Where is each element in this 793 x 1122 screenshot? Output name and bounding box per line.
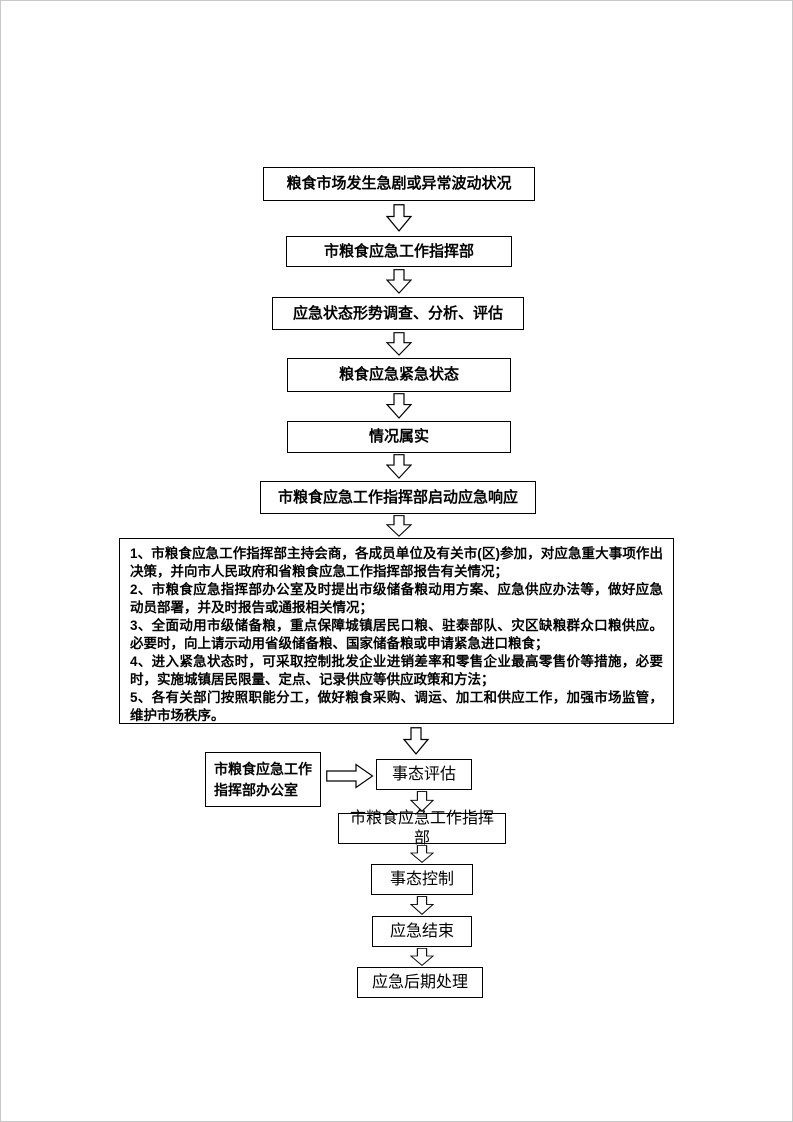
arrow-down-icon xyxy=(403,727,429,755)
measure-item: 4、进入紧急状态时，可采取控制批发企业进销差率和零售企业最高零售价等措施，必要时… xyxy=(130,654,663,687)
flow-node-start-response: 市粮食应急工作指挥部启动应急响应 xyxy=(260,481,536,514)
measure-item: 1、市粮食应急工作指挥部主持会商，各成员单位及有关市(区)参加，对应急重大事项作… xyxy=(130,546,663,579)
measure-item: 3、全面动用市级储备粮，重点保障城镇居民口粮、驻泰部队、灾区缺粮群众口粮供应。必… xyxy=(130,618,663,651)
flow-node-market-fluctuation: 粮食市场发生急剧或异常波动状况 xyxy=(263,167,535,201)
flow-node-headquarters-office: 市粮食应急工作指挥部办公室 xyxy=(205,752,321,807)
flow-node-event-evaluation: 事态评估 xyxy=(376,759,472,790)
arrow-down-icon xyxy=(410,948,434,966)
flow-node-situation-confirmed: 情况属实 xyxy=(287,421,511,453)
flow-node-command-headquarters-2: 市粮食应急工作指挥部 xyxy=(338,810,506,847)
arrow-down-icon xyxy=(410,845,434,863)
arrow-down-icon xyxy=(386,393,412,419)
measure-item: 5、各有关部门按照职能分工，做好粮食采购、调运、加工和供应工作，加强市场监管，维… xyxy=(130,690,663,723)
measure-item: 2、市粮食应急指挥部办公室及时提出市级储备粮动用方案、应急供应办法等，做好应急动… xyxy=(130,582,663,615)
arrow-down-icon xyxy=(386,454,412,479)
flow-node-post-processing: 应急后期处理 xyxy=(357,967,483,998)
arrow-down-icon xyxy=(386,515,412,537)
flow-node-response-measures: 1、市粮食应急工作指挥部主持会商，各成员单位及有关市(区)参加，对应急重大事项作… xyxy=(119,538,674,724)
arrow-down-icon xyxy=(410,791,434,812)
flow-node-command-headquarters: 市粮食应急工作指挥部 xyxy=(286,236,512,267)
flow-node-emergency-end: 应急结束 xyxy=(372,916,472,947)
flow-node-emergency-state: 粮食应急紧急状态 xyxy=(287,358,511,392)
arrow-down-icon xyxy=(386,269,412,294)
arrow-down-icon xyxy=(386,332,412,356)
flow-node-situation-assessment: 应急状态形势调查、分析、评估 xyxy=(272,297,524,330)
arrow-right-icon xyxy=(326,763,374,789)
arrow-down-icon xyxy=(386,204,412,232)
arrow-down-icon xyxy=(410,896,434,915)
flow-node-event-control: 事态控制 xyxy=(371,864,473,895)
